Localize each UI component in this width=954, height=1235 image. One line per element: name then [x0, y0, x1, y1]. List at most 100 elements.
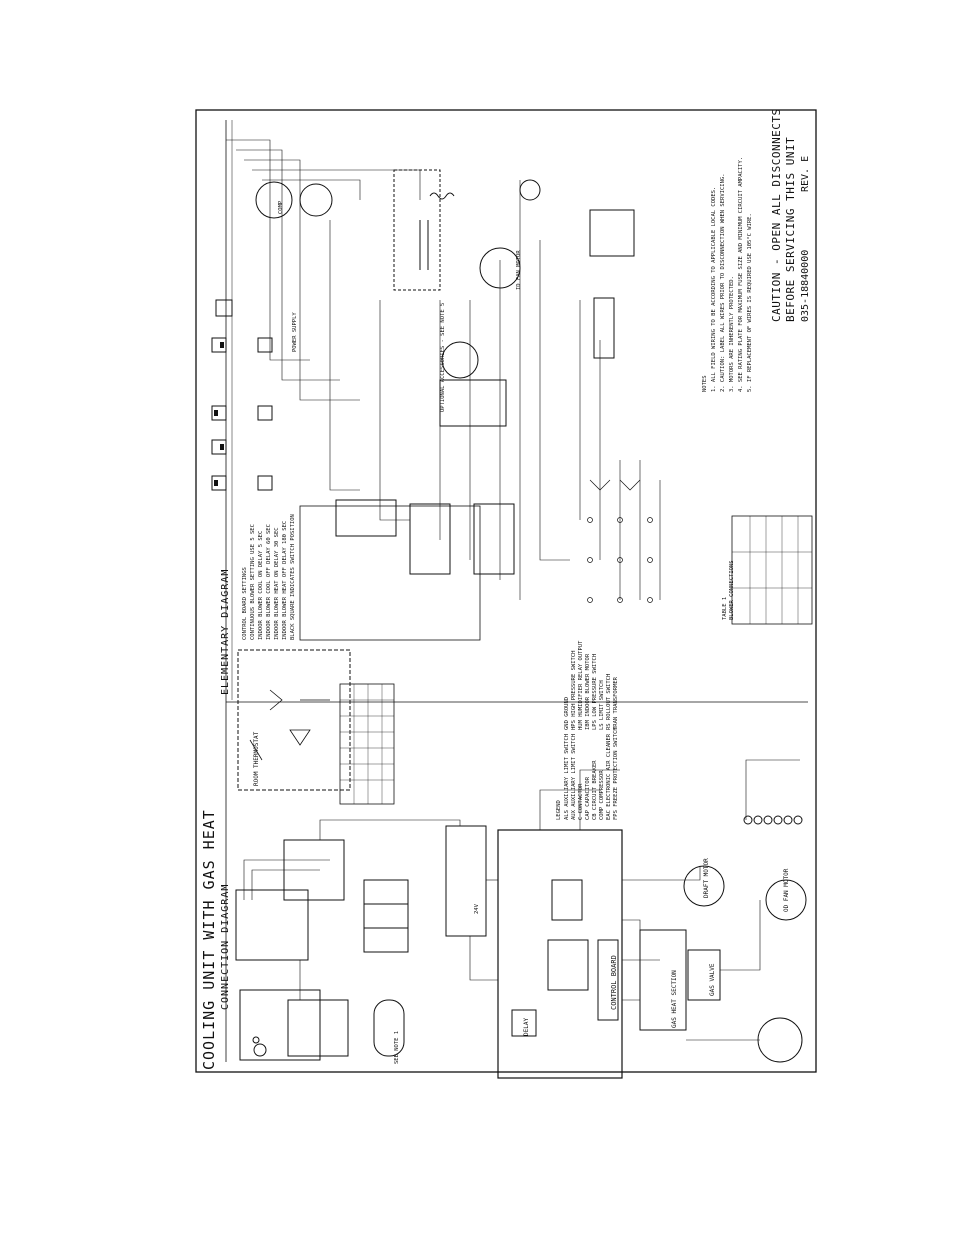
connection-diagram: CONTROL BOARD DELAY GAS HEAT SECTION GAS…: [235, 759, 807, 1079]
legend: LEGEND ALS AUXILIARY LIMIT SWITCH AUX AU…: [556, 640, 619, 820]
terminal-row: [743, 815, 803, 825]
id-fan-motor: [757, 1017, 803, 1063]
title-block: COOLING UNIT WITH GAS HEAT CONNECTION DI…: [200, 569, 231, 1070]
relay-box: [335, 499, 397, 537]
transformer-label: 24V: [474, 903, 480, 914]
revision: REV. E: [800, 156, 811, 192]
legend-item: GND GROUND: [564, 697, 570, 730]
connector-table: [339, 683, 395, 805]
accessory-label: OPTIONAL ACCESSORIES - SEE NOTE 5: [440, 303, 446, 412]
legend-item: CB CIRCUIT BREAKER: [592, 760, 598, 820]
board-connector: [551, 879, 583, 921]
coil-symbol: [429, 192, 455, 200]
legend-item: EAC ELECTRONIC AIR CLEANER: [606, 733, 612, 820]
legend-item: FPS FREEZE PROTECTION SWITCH: [613, 727, 619, 820]
legend-item: LS LIMIT SWITCH: [599, 680, 605, 730]
connection-title: CONNECTION DIAGRAM: [220, 884, 231, 1010]
board-connector: [547, 939, 589, 991]
relay-box: [473, 503, 515, 575]
board-setting-item: INDOOR BLOWER COOL OFF DELAY 60 SEC: [266, 524, 272, 640]
power-circuits: [226, 139, 661, 600]
table-subtitle: BLOWER CONNECTIONS: [729, 560, 735, 620]
delay-switches: [211, 299, 273, 491]
legend-item: IBM INDOOR BLOWER MOTOR: [585, 653, 591, 730]
ground-symbol: [252, 1036, 260, 1044]
legend-item: RS ROLLOUT SWITCH: [606, 674, 612, 730]
caution-line-1: CAUTION - OPEN ALL DISCONNECTS: [770, 108, 783, 322]
room-thermostat: [237, 649, 351, 791]
board-setting-item: BLACK SQUARE INDICATES SWITCH POSITION: [290, 514, 296, 640]
aux-motor: [519, 179, 541, 201]
note-item: 1. ALL FIELD WIRING TO BE ACCORDING TO A…: [711, 187, 717, 392]
caution-line-2: BEFORE SERVICING THIS UNIT: [784, 137, 797, 322]
gas-heat-section: [639, 929, 687, 1031]
compressor-terminal: [253, 1043, 267, 1057]
gas-valve-elementary: [593, 297, 615, 359]
comp-label: COMP: [278, 200, 284, 214]
board-settings: CONTROL BOARD SETTINGS CONTINUOUS BLOWER…: [242, 514, 296, 640]
od-fan-motor-elementary: [299, 183, 333, 217]
od-fan-label: OD FAN MOTOR: [783, 868, 790, 912]
legend-item: ALS AUXILIARY LIMIT SWITCH: [564, 734, 570, 820]
note-item: 4. SEE RATING PLATE FOR MAXIMUM FUSE SIZ…: [738, 157, 744, 392]
thermostat-label: ROOM THERMOSTAT: [253, 731, 260, 786]
legend-item: HUM HUMIDIFIER RELAY OUTPUT: [578, 640, 584, 730]
delay-label: DELAY: [523, 1018, 530, 1036]
caution-block: CAUTION - OPEN ALL DISCONNECTS BEFORE SE…: [770, 108, 811, 322]
note-item: 5. IF REPLACEMENT OF WIRES IS REQUIRED U…: [747, 213, 753, 392]
transformer: [445, 825, 487, 937]
blower-table: TABLE 1 BLOWER CONNECTIONS: [722, 515, 813, 625]
control-board-label: CONTROL BOARD: [610, 955, 618, 1010]
draft-motor: [683, 865, 725, 907]
draft-inducer-motor: [441, 341, 479, 379]
terminal-strip: [363, 879, 409, 953]
legend-item: CAP CAPACITOR: [585, 776, 591, 820]
id-fan-label: ID FAN MOTOR: [516, 250, 522, 290]
limit-switch-box: [589, 209, 635, 257]
notes: NOTES 1. ALL FIELD WIRING TO BE ACCORDIN…: [702, 157, 753, 392]
legend-title: LEGEND: [556, 800, 562, 820]
board-setting-item: INDOOR BLOWER COOL ON DELAY 5 SEC: [258, 531, 264, 640]
control-board: [497, 829, 623, 1079]
legend-item: TRAN TRANSFORMER: [613, 676, 619, 730]
drawing-border: [195, 109, 817, 1073]
gas-section-label: GAS HEAT SECTION: [671, 970, 678, 1028]
board-settings-title: CONTROL BOARD SETTINGS: [242, 567, 248, 640]
od-fan-motor: [765, 879, 807, 921]
board-panel: [299, 505, 481, 641]
board-setting-item: INDOOR BLOWER HEAT OFF DELAY 180 SEC: [282, 521, 288, 640]
power-supply-label: POWER SUPPLY: [292, 312, 298, 352]
gas-valve: [687, 949, 721, 1001]
legend-item: LPS LOW PRESSURE SWITCH: [592, 654, 598, 730]
draft-motor-label: DRAFT MOTOR: [703, 858, 710, 898]
note-item: 3. MOTORS ARE INHERENTLY PROTECTED.: [729, 276, 735, 392]
relay-box: [409, 503, 451, 575]
contactor-block: [239, 989, 321, 1061]
contactor-block: [287, 999, 349, 1057]
connection-wires: [243, 759, 800, 1041]
delay-switch: [511, 1009, 537, 1037]
board-connector: [597, 939, 619, 1021]
gas-valve-label: GAS VALVE: [709, 963, 716, 996]
capacitor-symbol: [419, 220, 429, 270]
part-number: 035-18840000: [800, 250, 811, 322]
switch-row: [587, 479, 653, 603]
legend-item: AUX AUXILIARY LIMIT SWITCH: [571, 734, 577, 820]
motor-connector: [439, 379, 507, 427]
board-setting-item: CONTINUOUS BLOWER SETTING USE 5 SEC: [250, 524, 256, 640]
table-title: TABLE 1: [722, 597, 728, 620]
accessory-box: [393, 169, 441, 291]
thermostat-symbols: [249, 689, 330, 761]
elementary-title: ELEMENTARY DIAGRAM: [220, 569, 231, 695]
capacitor: [373, 999, 405, 1057]
main-title: COOLING UNIT WITH GAS HEAT: [200, 809, 218, 1070]
id-blower-motor: [479, 247, 521, 289]
contactor-block: [235, 889, 309, 961]
legend-item: C CONTACTOR: [578, 783, 584, 820]
board-setting-item: INDOOR BLOWER HEAT ON DELAY 30 SEC: [274, 527, 280, 640]
note-item: 2. CAUTION: LABEL ALL WIRES PRIOR TO DIS…: [720, 173, 726, 392]
legend-item: COMP COMPRESSOR: [599, 770, 605, 820]
compressor-motor: [255, 181, 293, 219]
see-note-label: SEE NOTE 1: [394, 1031, 400, 1064]
